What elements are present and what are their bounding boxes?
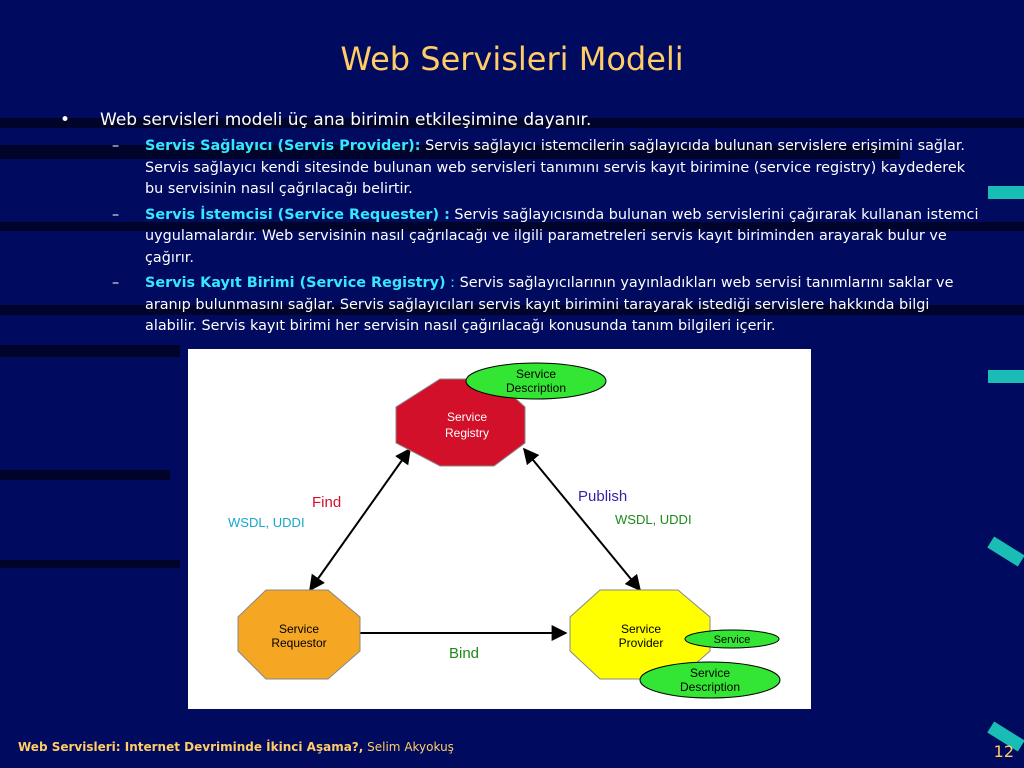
- bullet-dash: –: [112, 138, 120, 154]
- bullet-dash: –: [112, 275, 120, 291]
- desc-requester: Servis sağlayıcısında bulunan web servis…: [145, 206, 979, 266]
- bg-stripe: [0, 145, 900, 159]
- provider-description-1: Service: [690, 666, 730, 680]
- sub-bullet-provider: – Servis Sağlayıcı (Servis Provider): Se…: [60, 136, 980, 201]
- find-arrow: [309, 447, 411, 592]
- registry-label-2: Registry: [445, 426, 489, 440]
- main-bullet: • Web servisleri modeli üç ana birimin e…: [60, 108, 980, 132]
- service-requestor-node: [237, 589, 361, 680]
- teal-mark: [988, 370, 1024, 383]
- bg-stripe: [0, 345, 180, 357]
- bg-stripe: [0, 470, 170, 480]
- slide-number: 12: [993, 742, 1014, 761]
- bg-stripe: [0, 118, 1024, 128]
- registry-label-1: Service: [447, 410, 487, 424]
- publish-arrow: [522, 447, 642, 592]
- bg-stripe: [0, 560, 180, 568]
- term-registry: Servis Kayıt Birimi (Service Registry): [145, 275, 446, 291]
- provider-label-2: Provider: [619, 636, 664, 650]
- bullet-list: • Web servisleri modeli üç ana birimin e…: [60, 108, 980, 342]
- footer-title: Web Servisleri: Internet Devriminde İkin…: [18, 740, 364, 754]
- bind-label: Bind: [449, 645, 479, 662]
- desc-provider: Servis sağlayıcı istemcilerin sağlayıcıd…: [145, 138, 966, 197]
- requestor-label-1: Service: [279, 622, 319, 636]
- footer: Web Servisleri: Internet Devriminde İkin…: [18, 740, 454, 754]
- term-requester: Servis İstemcisi (Service Requester) :: [145, 206, 450, 223]
- provider-service-ellipse: [684, 629, 780, 649]
- sub-bullet-registry: – Servis Kayıt Birimi (Service Registry)…: [60, 273, 980, 338]
- term-provider: Servis Sağlayıcı (Servis Provider):: [145, 138, 421, 154]
- slide-title: Web Servisleri Modeli: [340, 40, 684, 78]
- diagram-svg: Service Registry Service Description Ser…: [228, 362, 781, 699]
- provider-service-label: Service: [714, 634, 751, 646]
- provider-description-ellipse: [639, 661, 781, 699]
- publish-protocols: WSDL, UDDI: [615, 512, 692, 527]
- bg-stripe: [0, 222, 1024, 231]
- registry-description-ellipse: [465, 362, 607, 400]
- find-label: Find: [312, 494, 341, 511]
- teal-mark: [988, 186, 1024, 199]
- teal-mark: [987, 536, 1024, 567]
- term-separator: :: [445, 275, 456, 291]
- bullet-dash: –: [112, 206, 120, 223]
- desc-registry: Servis sağlayıcılarının yayınladıkları w…: [145, 275, 954, 334]
- registry-description-2: Description: [506, 381, 566, 395]
- requestor-label-2: Requestor: [271, 636, 326, 650]
- bg-stripe: [0, 305, 1024, 315]
- provider-description-2: Description: [680, 680, 740, 694]
- provider-label-1: Service: [621, 622, 661, 636]
- bullet-dot: •: [60, 110, 71, 130]
- registry-description-1: Service: [516, 367, 556, 381]
- web-services-diagram: Service Registry Service Description Ser…: [188, 349, 811, 709]
- footer-author: Selim Akyokuş: [363, 740, 454, 754]
- sub-bullet-requester: – Servis İstemcisi (Service Requester) :…: [60, 205, 980, 270]
- find-protocols: WSDL, UDDI: [228, 515, 305, 530]
- main-bullet-text: Web servisleri modeli üç ana birimin etk…: [100, 110, 592, 130]
- publish-label: Publish: [578, 488, 627, 505]
